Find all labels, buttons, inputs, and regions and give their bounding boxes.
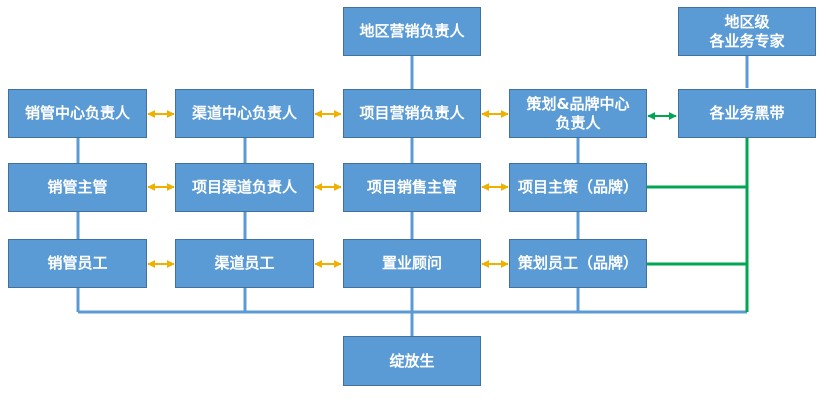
node-project-planner[interactable]: 项目主策（品牌） [509, 163, 647, 212]
node-label: 渠道员工 [214, 254, 275, 272]
node-label: 渠道中心负责人 [191, 104, 297, 122]
node-label: 项目主策（品牌） [517, 178, 638, 196]
node-label: 项目销售主管 [366, 178, 457, 196]
node-region-expert[interactable]: 地区级 各业务专家 [678, 7, 816, 56]
node-black-belt[interactable]: 各业务黑带 [678, 89, 816, 138]
node-label: 地区级 各业务专家 [709, 12, 785, 50]
node-region-marketing-head[interactable]: 地区营销负责人 [343, 7, 481, 56]
node-label: 置业顾问 [381, 254, 442, 272]
node-label: 项目渠道负责人 [191, 178, 297, 196]
node-label: 地区营销负责人 [359, 22, 465, 40]
node-project-marketing-head[interactable]: 项目营销负责人 [343, 89, 481, 138]
node-project-channel-head[interactable]: 项目渠道负责人 [175, 163, 314, 212]
node-label: 销管主管 [47, 178, 108, 196]
node-property-consultant[interactable]: 置业顾问 [343, 239, 481, 288]
node-project-sales-supervisor[interactable]: 项目销售主管 [343, 163, 481, 212]
node-sales-mgmt-staff[interactable]: 销管员工 [8, 239, 147, 288]
node-label: 销管员工 [47, 254, 108, 272]
node-label: 策划员工（品牌） [517, 254, 638, 272]
node-sales-center-head[interactable]: 销管中心负责人 [8, 89, 147, 138]
node-label: 各业务黑带 [709, 104, 785, 122]
node-planning-staff[interactable]: 策划员工（品牌） [509, 239, 647, 288]
node-channel-center-head[interactable]: 渠道中心负责人 [175, 89, 314, 138]
node-label: 绽放生 [389, 351, 435, 370]
node-sales-mgmt-supervisor[interactable]: 销管主管 [8, 163, 147, 212]
node-jifangsheng[interactable]: 绽放生 [343, 336, 481, 386]
node-channel-staff[interactable]: 渠道员工 [175, 239, 314, 288]
node-planning-brand-center-head[interactable]: 策划&品牌中心 负责人 [509, 89, 647, 138]
node-label: 销管中心负责人 [24, 104, 130, 122]
node-label: 项目营销负责人 [359, 104, 465, 122]
node-label: 策划&品牌中心 负责人 [526, 94, 630, 132]
